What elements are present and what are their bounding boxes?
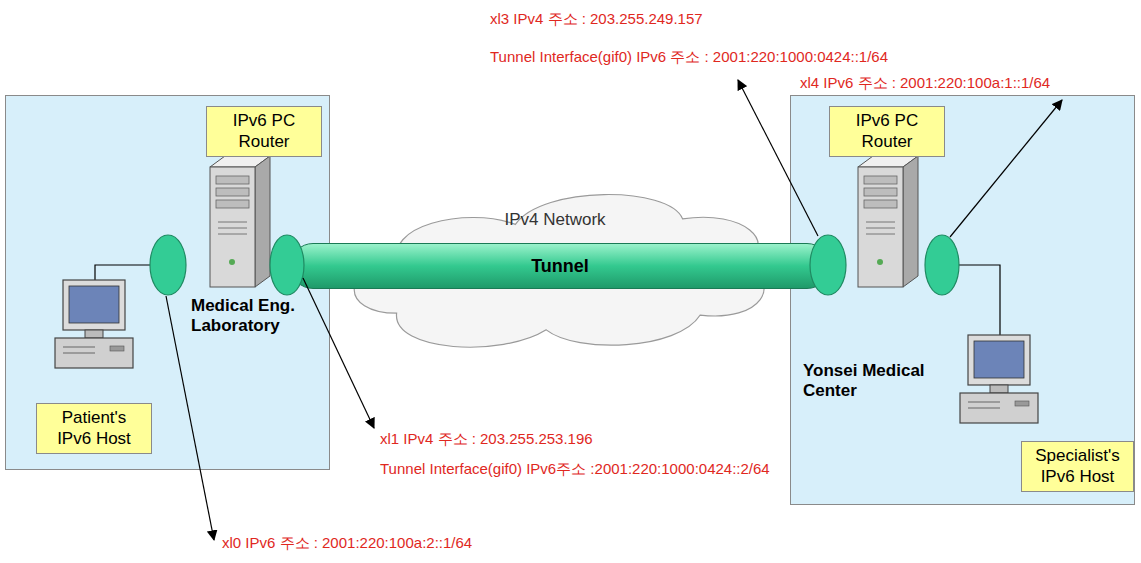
site-name: Yonsei Medical Center — [803, 361, 943, 402]
device-label: Specialist's IPv6 Host — [1029, 445, 1126, 488]
device-label: IPv6 PC Router — [837, 110, 937, 153]
leader-arrow — [166, 296, 214, 540]
address-label: xl4 IPv6 주소 : 2001:220:100a:1::1/64 — [800, 74, 1050, 92]
pc-icon — [960, 335, 1038, 423]
device-box: Patient's IPv6 Host — [36, 403, 152, 454]
interface-ellipse — [925, 235, 959, 295]
tunnel-label: Tunnel — [531, 256, 589, 277]
wire — [959, 265, 1000, 335]
interface-ellipse — [810, 235, 846, 295]
panel-fill — [790, 95, 1135, 505]
address-label: Tunnel Interface(gif0) IPv6주소 :2001:220:… — [380, 460, 770, 478]
site-name: Medical Eng. Laboratory — [191, 296, 316, 337]
site-panel: Yonsei Medical Center IPv6 PC RouterSpeci… — [790, 95, 1135, 505]
address-label: xl1 IPv4 주소 : 203.255.253.196 — [380, 430, 593, 448]
leader-arrow — [950, 100, 1062, 237]
interface-ellipse — [270, 235, 304, 295]
address-label: xl3 IPv4 주소 : 203.255.249.157 — [490, 10, 703, 28]
pc-icon — [55, 280, 133, 368]
site-panel: Medical Eng. Laboratory IPv6 PC RouterPat… — [5, 95, 330, 470]
device-box: IPv6 PC Router — [829, 106, 945, 157]
address-label: xl0 IPv6 주소 : 2001:220:100a:2::1/64 — [222, 534, 472, 552]
leader-arrow — [738, 80, 818, 236]
tunnel-pipe: Tunnel — [290, 243, 830, 289]
server-icon — [210, 156, 270, 287]
server-icon — [858, 156, 918, 287]
interface-ellipse — [150, 235, 186, 295]
device-box: IPv6 PC Router — [206, 106, 322, 157]
panel-fill — [5, 95, 330, 470]
device-label: Patient's IPv6 Host — [44, 407, 144, 450]
device-box: Specialist's IPv6 Host — [1021, 441, 1134, 492]
device-label: IPv6 PC Router — [214, 110, 314, 153]
leader-arrow — [303, 278, 374, 428]
network-label: IPv4 Network — [335, 210, 775, 230]
address-label: Tunnel Interface(gif0) IPv6 주소 : 2001:22… — [490, 48, 888, 66]
wire — [95, 265, 150, 280]
